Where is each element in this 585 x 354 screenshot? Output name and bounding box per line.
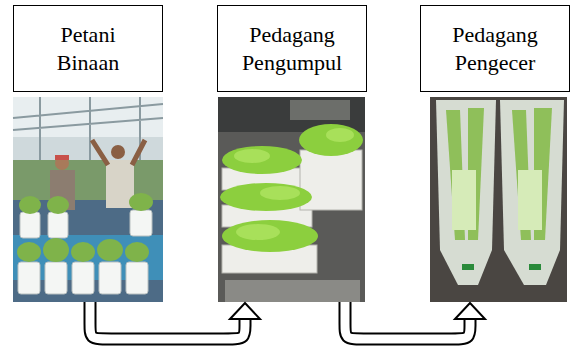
process-box: Pedagang Pengecer bbox=[420, 5, 570, 92]
arrow-head bbox=[455, 303, 485, 319]
arrow-outline bbox=[90, 302, 245, 339]
process-box: Pedagang Pengumpul bbox=[217, 5, 367, 92]
box-label: Petani Binaan bbox=[29, 21, 147, 76]
packed-vegetables-photo bbox=[430, 97, 567, 302]
process-box: Petani Binaan bbox=[13, 5, 163, 92]
greenhouse-photo bbox=[13, 97, 163, 302]
u-arrow bbox=[345, 302, 485, 339]
box-label: Pedagang Pengecer bbox=[436, 21, 554, 76]
arrow-outline bbox=[345, 302, 470, 339]
arrow-body bbox=[90, 302, 245, 339]
arrow-body bbox=[345, 302, 470, 339]
u-arrow bbox=[90, 302, 260, 339]
lettuce-boxes-photo bbox=[218, 97, 365, 302]
arrow-head bbox=[230, 303, 260, 319]
column-node: Pedagang Pengumpul bbox=[217, 5, 367, 302]
column-node: Petani Binaan bbox=[13, 5, 163, 302]
box-label: Pedagang Pengumpul bbox=[233, 21, 351, 76]
column-node: Pedagang Pengecer bbox=[420, 5, 570, 302]
